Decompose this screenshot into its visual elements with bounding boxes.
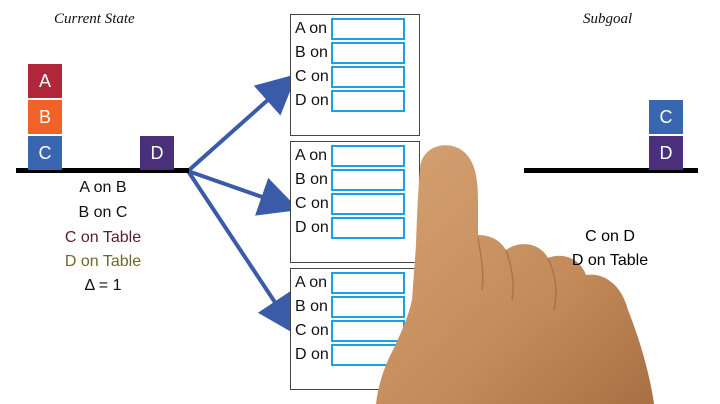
current-fact-3: C on Table [64,229,142,246]
answer-slot[interactable] [331,169,405,191]
block-a-label: A [38,70,51,91]
subgoal-block-d-label: D [659,142,673,163]
panel-row-label: A on [295,147,328,164]
subgoal-block-c-label: C [659,106,673,127]
current-state-table [16,168,189,173]
answer-slot[interactable] [331,272,405,294]
arrow-to-panel-2 [187,169,300,216]
block-c: C [28,136,62,170]
subgoal-block-d: D [649,136,683,170]
panel-row-label: C on [295,322,329,339]
panel-row-label: A on [295,20,328,37]
subgoal-fact-1: C on D [585,228,635,245]
answer-slot[interactable] [331,193,405,215]
block-d-label: D [150,142,164,163]
option-panel-1: A on B on C on D on [290,14,420,136]
current-fact-4: D on Table [64,253,142,270]
panel-row-label: D on [295,219,329,236]
block-d: D [140,136,174,170]
panel-row-label: B on [295,171,328,188]
subgoal-heading: Subgoal [583,11,633,27]
panel-row-label: D on [295,92,329,109]
block-b: B [28,100,62,134]
answer-slot[interactable] [331,296,405,318]
answer-slot[interactable] [331,217,405,239]
arrow-to-panel-1 [186,74,297,173]
panel-row-label: C on [295,195,329,212]
panel-row-label: B on [295,44,328,61]
panel-row-label: D on [295,346,329,363]
panel-row-label: A on [295,274,328,291]
current-fact-2: B on C [78,204,128,221]
current-fact-1: A on B [79,179,127,196]
current-fact-5: Δ = 1 [84,277,122,294]
answer-slot[interactable] [331,18,405,40]
subgoal-block-c: C [649,100,683,134]
panel-row-label: C on [295,68,329,85]
answer-slot[interactable] [331,42,405,64]
answer-slot[interactable] [331,145,405,167]
arrow-to-panel-3 [186,169,297,336]
answer-slot[interactable] [331,66,405,88]
current-state-heading: Current State [54,11,135,27]
block-c-label: C [38,142,52,163]
subgoal-table [524,168,698,173]
block-a: A [28,64,62,98]
panel-row-label: B on [295,298,328,315]
block-b-label: B [38,106,51,127]
answer-slot[interactable] [331,90,405,112]
subgoal-fact-2: D on Table [571,252,649,269]
